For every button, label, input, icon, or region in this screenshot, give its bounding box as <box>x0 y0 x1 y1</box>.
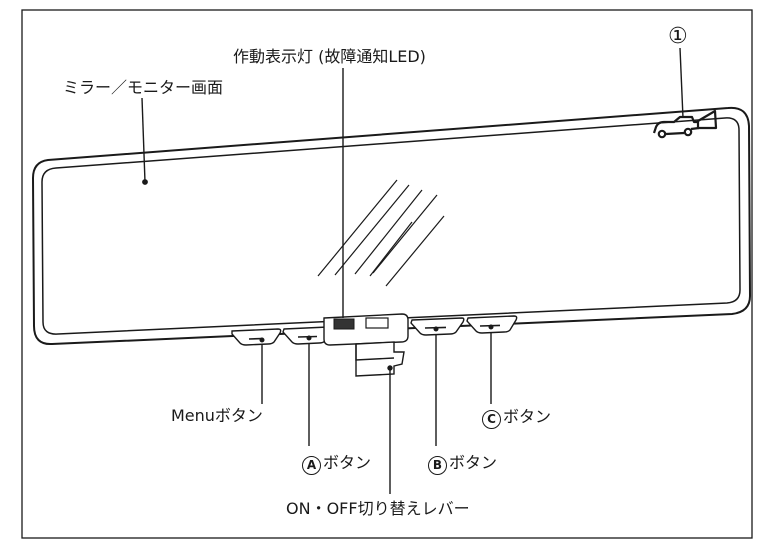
b-button-text: ボタン <box>449 453 498 472</box>
indicator-label: 作動表示灯 (故障通知LED) <box>233 47 426 66</box>
c-button-text: ボタン <box>503 407 552 426</box>
leader-lines <box>141 47 684 494</box>
sensor-window <box>365 317 389 329</box>
glare-lines <box>317 179 445 287</box>
screen-label: ミラー／モニター画面 <box>63 78 224 97</box>
b-circle-icon: B <box>428 456 447 475</box>
led-indicator <box>333 318 355 330</box>
callout-1-label: ① <box>668 24 688 49</box>
c-button-shape[interactable] <box>466 315 518 334</box>
c-circle-icon: C <box>482 410 501 429</box>
mirror-body <box>31 106 752 346</box>
outer-frame <box>21 9 753 539</box>
menu-button-label: Menuボタン <box>171 406 263 425</box>
menu-button-shape[interactable] <box>231 328 282 346</box>
a-button-text: ボタン <box>323 453 372 472</box>
a-button-shape[interactable] <box>282 326 331 345</box>
mirror-screen <box>41 117 741 335</box>
car-rear-camera-icon <box>652 109 718 139</box>
a-circle-icon: A <box>302 456 321 475</box>
onoff-lever-label: ON・OFF切り替えレバー <box>286 499 470 518</box>
b-button-shape[interactable] <box>410 317 465 336</box>
